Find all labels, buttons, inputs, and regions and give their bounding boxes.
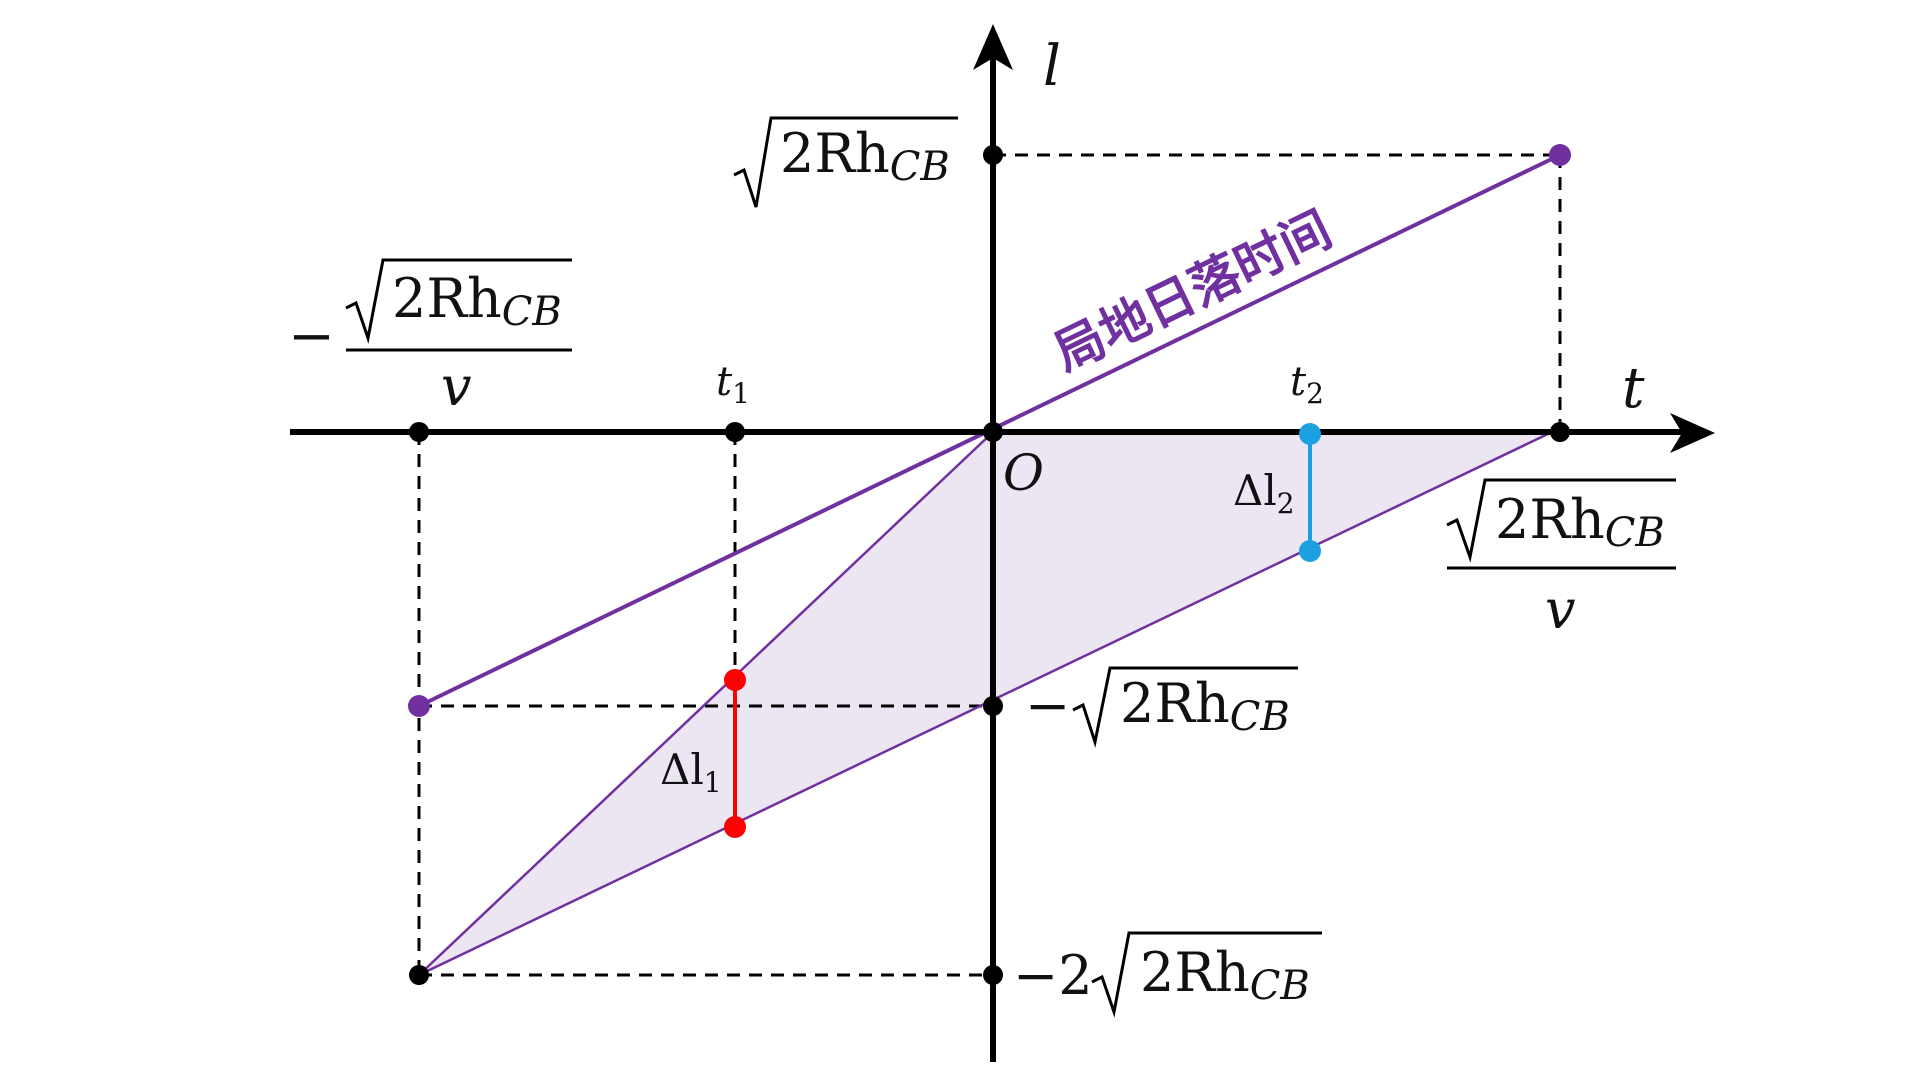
delta-l2-label: Δl2 xyxy=(1233,466,1295,520)
sunset-line-label: 局地日落时间 xyxy=(1045,200,1340,383)
point-neg-v-axis xyxy=(409,422,429,442)
svg-text:2RhCB: 2RhCB xyxy=(1140,941,1310,1009)
point-l-neg2 xyxy=(983,965,1003,985)
svg-text:2RhCB: 2RhCB xyxy=(1495,488,1665,556)
svg-text:v: v xyxy=(1545,578,1576,641)
svg-text:−2: −2 xyxy=(1013,944,1093,1007)
l-pos-label: 2RhCB xyxy=(733,116,958,208)
pos-sqrt-over-v-label: 2RhCB v xyxy=(1446,478,1676,641)
t-axis-label: t xyxy=(1622,356,1645,421)
guide-lines xyxy=(417,153,1562,977)
sqrt-sign-icon xyxy=(1091,931,1322,1018)
origin-label: O xyxy=(1003,444,1044,502)
point-l-neg xyxy=(983,696,1003,716)
l-axis-label: l xyxy=(1043,34,1061,99)
delta-l1-label: Δl1 xyxy=(660,745,722,799)
point-red-top xyxy=(724,669,746,691)
sqrt-sign-icon xyxy=(345,258,572,344)
point-cyan-top xyxy=(1299,423,1321,445)
point-red-bottom xyxy=(724,816,746,838)
t2-label: t2 xyxy=(1290,359,1324,410)
svg-text:v: v xyxy=(441,355,472,418)
point-purple-left xyxy=(408,695,430,717)
point-cyan-bottom xyxy=(1299,540,1321,562)
t1-label: t1 xyxy=(716,359,750,410)
svg-text:−: − xyxy=(288,304,335,369)
svg-text:2RhCB: 2RhCB xyxy=(1120,672,1290,740)
svg-text:2RhCB: 2RhCB xyxy=(780,122,950,190)
t-axis-arrow-icon xyxy=(1670,413,1715,453)
svg-text:2RhCB: 2RhCB xyxy=(392,267,562,335)
sqrt-sign-icon xyxy=(1446,478,1676,563)
sqrt-sign-icon xyxy=(733,116,958,208)
sqrt-sign-icon xyxy=(1072,666,1298,748)
point-t1-axis xyxy=(725,422,745,442)
l-axis-arrow-icon xyxy=(973,24,1013,70)
region-upper-edge xyxy=(418,431,994,976)
point-purple-right xyxy=(1549,144,1571,166)
l-neg2-label: −2 2RhCB xyxy=(1013,931,1322,1018)
points xyxy=(408,144,1571,985)
point-l-pos xyxy=(983,145,1003,165)
svg-text:−: − xyxy=(1025,674,1070,737)
point-pos-v-axis xyxy=(1550,422,1570,442)
point-origin xyxy=(983,422,1003,442)
neg-sqrt-over-v-label: − 2RhCB v xyxy=(288,258,572,418)
l-neg-label: − 2RhCB xyxy=(1025,666,1298,748)
point-bottom-left xyxy=(409,965,429,985)
